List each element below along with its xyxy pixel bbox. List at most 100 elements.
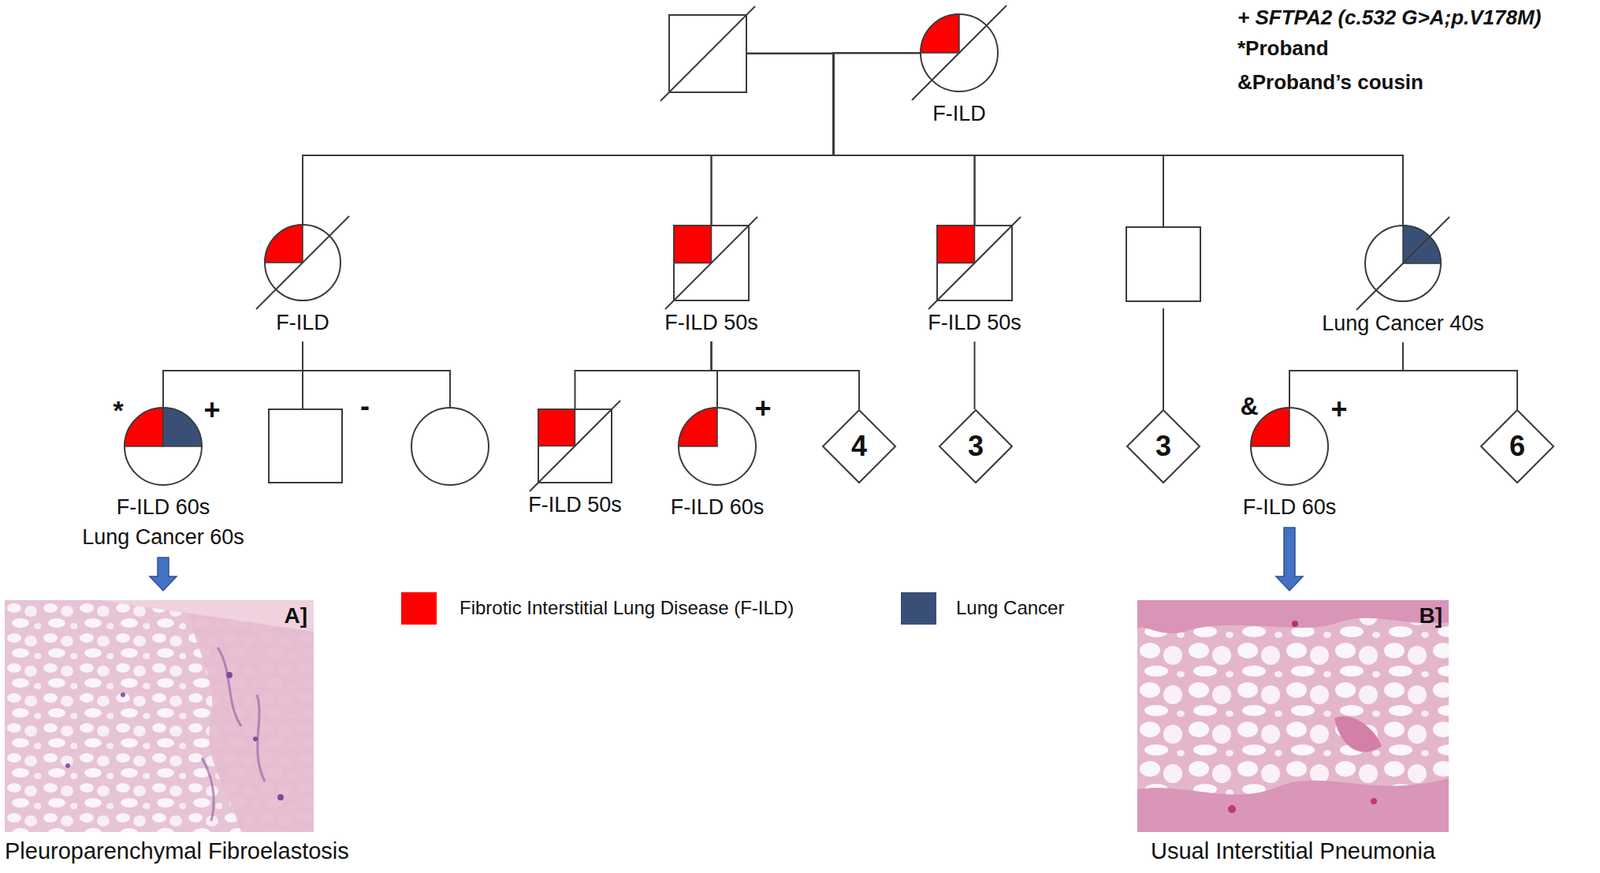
affected-quadrant [264, 224, 303, 263]
deceased-slash [660, 6, 756, 101]
affected-quadrant [538, 409, 576, 447]
pedigree-symbol [673, 224, 750, 302]
deceased-slash [928, 216, 1021, 309]
male-square [1125, 226, 1202, 302]
descent-line [163, 341, 303, 407]
descent-line [833, 52, 1404, 225]
lung-tissue [1137, 599, 1449, 832]
cousin-marker: & [1239, 391, 1258, 421]
descent-line [1162, 308, 1165, 410]
phenotype-label: F-ILD 60s [116, 494, 211, 520]
affected-quadrant [124, 407, 164, 447]
fibrotic-band [1137, 599, 1449, 633]
diamond-outline [939, 409, 1013, 483]
nucleus-speck [277, 793, 284, 800]
fibroblast-focus [1334, 715, 1382, 752]
female-circle: F-ILD [919, 13, 999, 93]
square-outline [268, 409, 343, 483]
lung-tissue [4, 599, 314, 832]
phenotype-label: F-ILD 50s [528, 492, 622, 518]
affected-quadrant [937, 225, 975, 264]
descent-line [747, 53, 1164, 227]
deceased-slash [665, 216, 758, 309]
nucleus-speck [253, 736, 258, 741]
descent-line [1289, 342, 1403, 407]
erythrocyte-speck [1291, 620, 1299, 627]
pedigree-symbol [267, 408, 343, 484]
descent-line [301, 341, 304, 409]
legend-text: Fibrotic Interstitial Lung Disease (F-IL… [459, 596, 794, 619]
carrier-marker: + [754, 391, 771, 425]
phenotype-label: F-ILD 50s [927, 310, 1022, 335]
block-arrow [149, 557, 177, 591]
key-note: *Proband [1237, 36, 1329, 61]
circle-outline [411, 407, 489, 485]
affected-quadrant [673, 225, 712, 264]
fibrotic-band [1137, 777, 1449, 832]
legend-swatch [900, 591, 937, 625]
pedigree-symbol [537, 408, 613, 484]
phenotype-label: Lung Cancer 60s [81, 524, 245, 550]
descent-line [711, 341, 860, 410]
legend-swatch [401, 591, 437, 625]
male-square: F-ILD 50s [673, 224, 750, 302]
descent-line [711, 341, 719, 407]
diamond-outline [1127, 409, 1200, 483]
carrier-marker: + [203, 393, 220, 427]
sibling-diamond: 6 [1480, 409, 1555, 484]
descent-line [747, 53, 975, 225]
descent-line [575, 341, 712, 409]
female-circle: F-ILD [264, 223, 342, 302]
pleural-band [99, 599, 314, 632]
pedigree-symbol [123, 406, 203, 486]
diamond-outline [1480, 409, 1554, 483]
marriage-line [747, 52, 920, 55]
female-circle: F-ILD 60s [677, 406, 757, 486]
count-number: 3 [967, 429, 984, 463]
deceased-slash [529, 400, 621, 492]
descent-line [711, 52, 921, 225]
circle-outline [124, 407, 202, 485]
descent-line [302, 53, 834, 224]
phenotype-label: F-ILD 50s [664, 310, 759, 335]
pedigree-symbol [936, 224, 1013, 302]
descent-line [302, 52, 920, 224]
male-square: F-ILD 50s [537, 408, 613, 484]
pedigree-symbol [668, 14, 748, 94]
carrier-marker: + [1330, 392, 1347, 426]
female-circle: Lung Cancer 40s [1364, 224, 1442, 302]
descent-line [302, 341, 451, 407]
descent-line [833, 52, 1165, 227]
panel-caption: Pleuroparenchymal Fibroelastosis [4, 837, 350, 864]
female-circle: F-ILD 60s [1250, 406, 1329, 486]
male-square [267, 408, 343, 484]
elastic-fibres [201, 647, 265, 821]
pedigree-symbol [1250, 406, 1329, 486]
phenotype-label: Lung Cancer 40s [1321, 311, 1485, 336]
descent-line [1402, 342, 1518, 410]
male-square [668, 14, 748, 94]
histology-image [1137, 599, 1449, 832]
deceased-slash [1356, 216, 1450, 310]
phenotype-label: F-ILD 60s [670, 494, 765, 520]
count-number: 4 [851, 429, 867, 463]
pedigree-symbol [919, 13, 999, 93]
female-circle: F-ILD 60sLung Cancer 60s [123, 406, 203, 486]
count-number: 3 [1155, 429, 1172, 463]
circle-outline [1250, 407, 1329, 485]
block-arrow [1276, 527, 1303, 591]
panel-letter: B] [1418, 602, 1443, 629]
affected-quadrant [678, 407, 718, 447]
descent-line [974, 341, 976, 410]
affected-quadrant [163, 407, 202, 447]
descent-line [747, 53, 1403, 225]
noncarrier-marker: - [360, 389, 370, 423]
descent-line [833, 52, 975, 225]
phenotype-label: F-ILD [932, 101, 987, 127]
phenotype-label: F-ILD [275, 310, 330, 335]
affected-quadrant [920, 14, 960, 53]
circle-outline [678, 407, 756, 485]
female-circle [410, 406, 490, 486]
